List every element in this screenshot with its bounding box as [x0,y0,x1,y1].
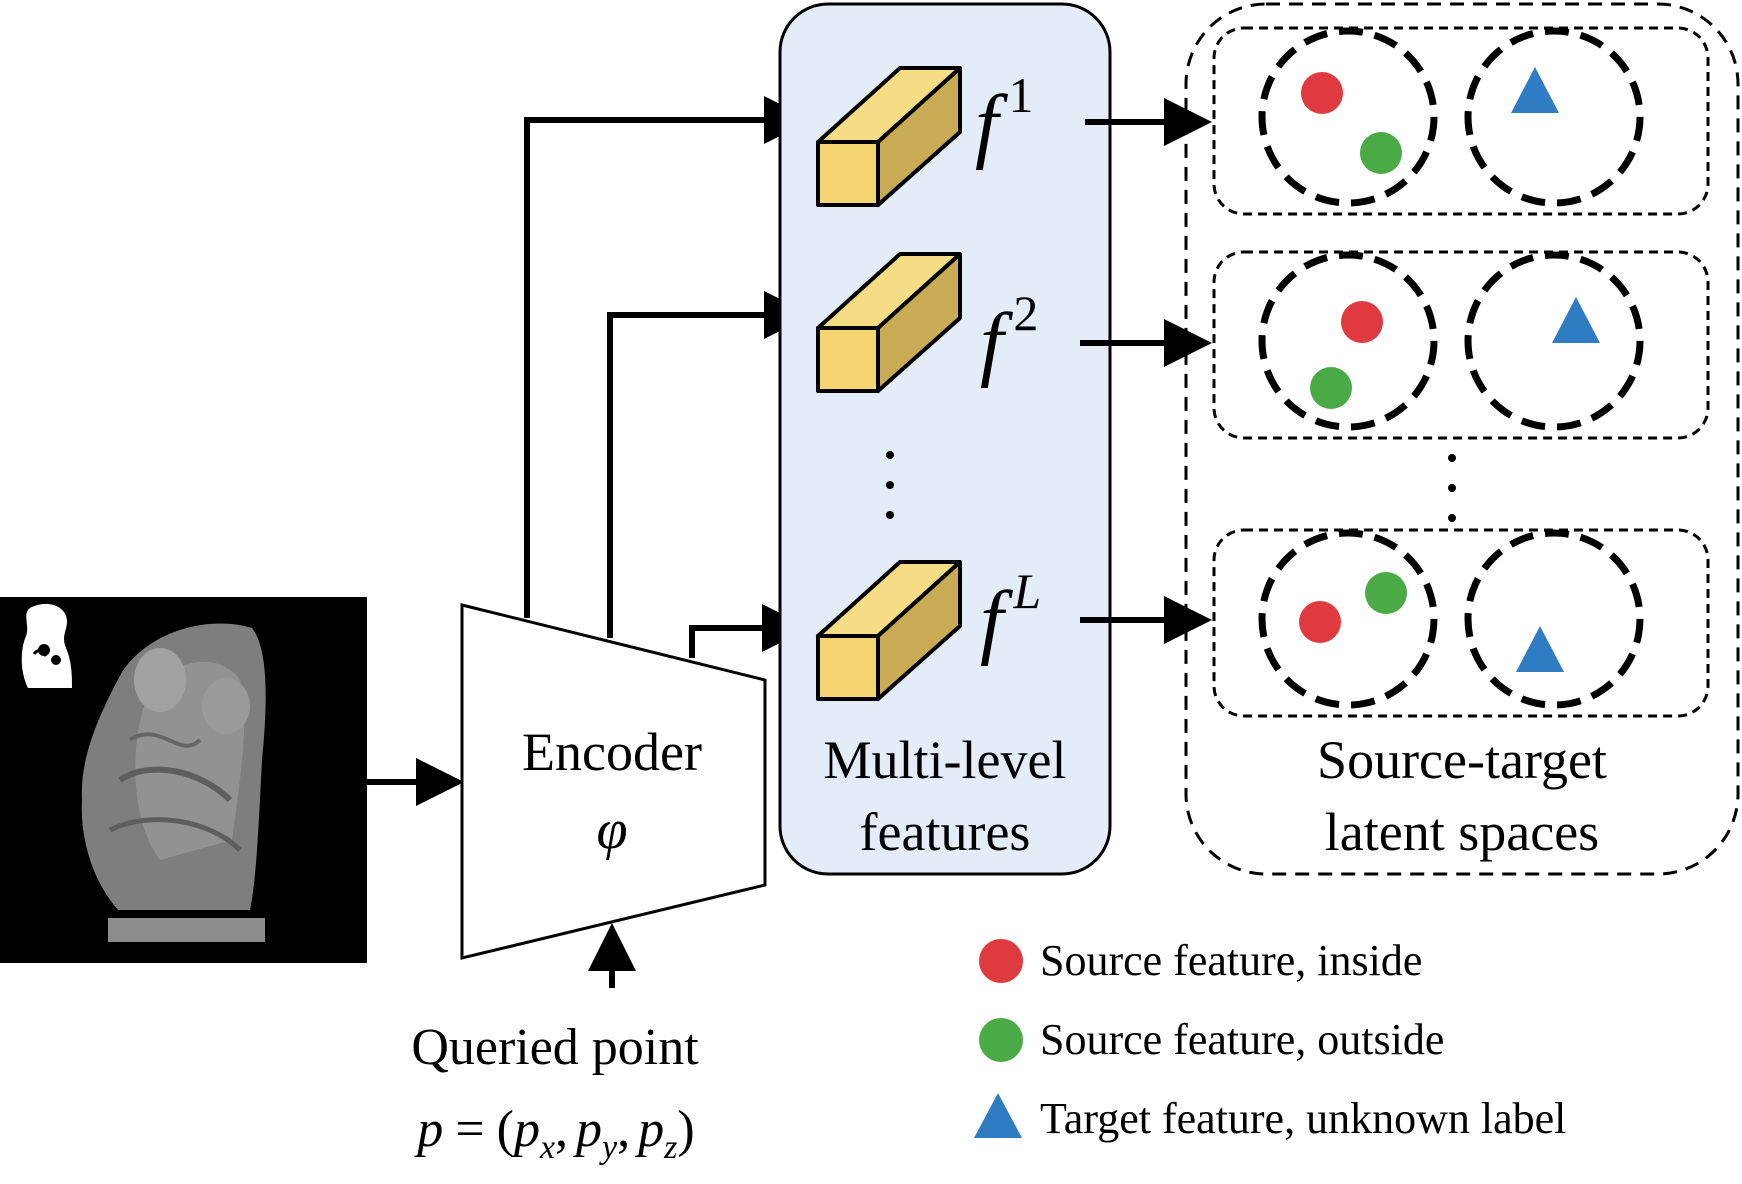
latent-row-1 [1212,26,1710,216]
features-caption-line1: Multi-level [824,730,1067,790]
source-outside-point [1310,367,1352,409]
features-ellipsis [886,451,894,519]
legend-green-circle-icon [979,1018,1023,1062]
feature-cube-L [816,560,962,701]
encoder-symbol: φ [597,799,628,861]
queried-point: Queried point p=(px,py,pz) [411,1019,699,1166]
sculpture-image [81,623,266,942]
target-space-2 [1464,251,1644,431]
legend-item-target: Target feature, unknown label [974,1093,1566,1143]
legend-label: Source feature, inside [1040,936,1422,985]
source-space-2 [1258,251,1438,431]
feature-cube-2 [816,252,962,393]
mask-thumbnail [21,603,72,688]
target-point [1516,626,1564,672]
legend-label: Target feature, unknown label [1040,1094,1566,1143]
source-space-L [1258,529,1438,709]
encoder-title: Encoder [522,722,702,782]
legend-red-circle-icon [979,939,1023,983]
latent-panel: Source-target latent spaces [1184,2,1740,876]
target-space-L [1464,529,1644,709]
feature-cube-1 [816,66,962,207]
target-point [1511,67,1559,113]
source-outside-point [1360,132,1402,174]
feature-latent-arrows [1080,98,1212,644]
arrow-to-f1 [524,96,812,618]
target-point [1552,297,1600,343]
legend-label: Source feature, outside [1040,1015,1444,1064]
legend-blue-triangle-icon [974,1093,1022,1138]
encoder-block: Encoder φ [460,603,767,960]
encoder-feature-arrows [524,96,812,658]
source-outside-point [1365,572,1407,614]
queried-point-formula: p=(px,py,pz) [413,1101,694,1166]
latent-caption-line2: latent spaces [1325,802,1599,862]
target-space-1 [1464,27,1644,207]
latent-row-2 [1212,250,1710,440]
queried-point-label: Queried point [411,1019,699,1076]
features-caption-line2: features [860,802,1031,862]
source-inside-point [1301,72,1343,114]
legend: Source feature, inside Source feature, o… [974,936,1566,1143]
source-space-1 [1258,27,1438,207]
arrow-to-f2 [607,291,812,638]
input-image [0,597,367,963]
legend-item-source-outside: Source feature, outside [979,1015,1444,1064]
latent-caption-line1: Source-target [1317,730,1607,790]
source-inside-point [1299,601,1341,643]
latent-row-L [1212,528,1710,718]
legend-item-source-inside: Source feature, inside [979,936,1422,985]
latent-ellipsis [1448,454,1456,522]
arrow-to-fL [689,604,810,658]
source-inside-point [1341,301,1383,343]
